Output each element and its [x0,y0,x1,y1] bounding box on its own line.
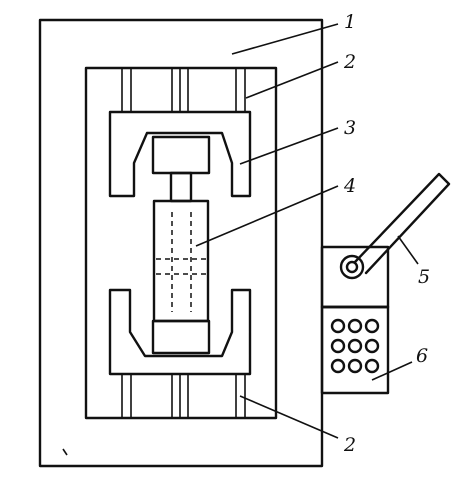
panel-button [347,358,363,374]
stray-mark [62,448,68,456]
upper-guide-columns [121,68,246,112]
lever [339,172,451,280]
panel-button [347,338,363,354]
leader-2-bottom [239,395,339,439]
callout-2-top: 2 [343,51,356,73]
upper-jaw-block [151,135,211,175]
specimen [152,199,210,323]
panel-button [330,338,346,354]
leader-6 [371,361,413,381]
lower-grip-body [108,288,252,376]
lower-guide-columns [121,374,246,418]
leader-2-top [245,61,339,99]
leader-3 [239,127,339,165]
leader-1 [231,23,339,55]
upper-grip-body [108,110,252,198]
inner-chamber [84,66,278,420]
outer-frame [38,18,324,468]
panel-button [364,338,380,354]
leader-5 [397,235,419,265]
panel-button [364,318,380,334]
leader-lines [195,23,419,439]
callout-2-bottom: 2 [343,434,356,456]
upper-neck [169,171,193,203]
panel-button [364,358,380,374]
panel-button [330,358,346,374]
panel-button [347,318,363,334]
callout-5: 5 [418,266,430,288]
callout-3: 3 [344,117,356,139]
callout-6: 6 [416,345,428,367]
specimen-hidden-lines [156,212,206,312]
callout-4: 4 [343,175,356,197]
control-panel [320,305,390,395]
panel-button [330,318,346,334]
callout-1: 1 [344,11,356,33]
lower-jaw-block [151,319,211,355]
control-panel-buttons [330,318,380,374]
leader-4 [195,185,339,247]
